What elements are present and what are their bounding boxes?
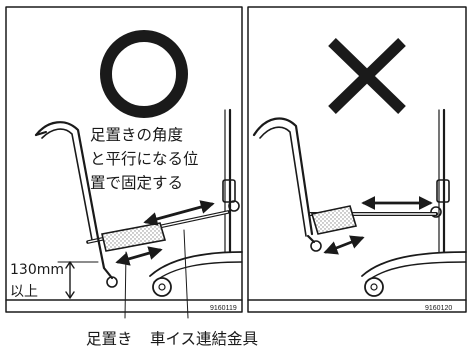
left-lower-arrow: [115, 246, 163, 266]
left-image-code: 9160119: [210, 305, 237, 312]
right-footrest-block: [310, 205, 358, 235]
right-image-code: 9160120: [425, 305, 452, 312]
footrest-callout: 足置き: [86, 330, 133, 348]
description-line-2: と平行になる位: [90, 150, 199, 168]
left-footrest-block: [101, 222, 167, 252]
right-panel-border: [247, 6, 467, 313]
description-line-1: 足置きの角度: [90, 126, 183, 144]
dimension-qualifier-label: 以上: [10, 284, 38, 300]
left-panel-border: [5, 6, 243, 313]
left-chair-illustration: [5, 108, 243, 319]
dimension-value-label: 130mm: [10, 262, 64, 278]
right-chair-illustration: [247, 108, 467, 301]
left-description: 足置きの角度 と平行になる位 置で固定する: [90, 126, 199, 192]
left-upper-arrow: [143, 200, 215, 226]
incorrect-mark: [328, 38, 406, 114]
description-line-3: 置で固定する: [90, 174, 183, 192]
connector-callout: 車イス連結金具: [150, 330, 258, 348]
height-dimension: [57, 261, 99, 299]
correct-mark: [100, 30, 188, 118]
right-lower-arrow: [323, 235, 365, 255]
